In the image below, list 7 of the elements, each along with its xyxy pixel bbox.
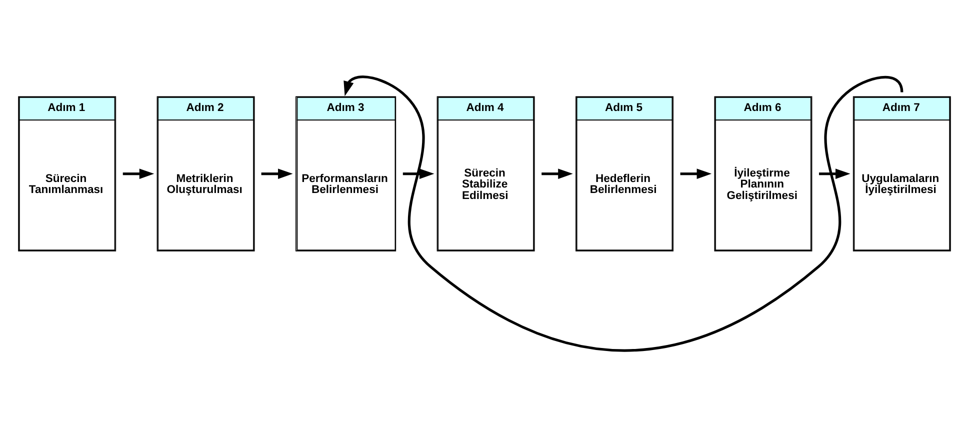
arrow bbox=[680, 168, 712, 178]
arrow bbox=[344, 75, 904, 352]
arrow bbox=[402, 168, 434, 178]
arrow bbox=[122, 168, 154, 178]
arrow bbox=[819, 168, 850, 178]
arrow bbox=[261, 168, 293, 178]
arrow bbox=[542, 168, 573, 178]
